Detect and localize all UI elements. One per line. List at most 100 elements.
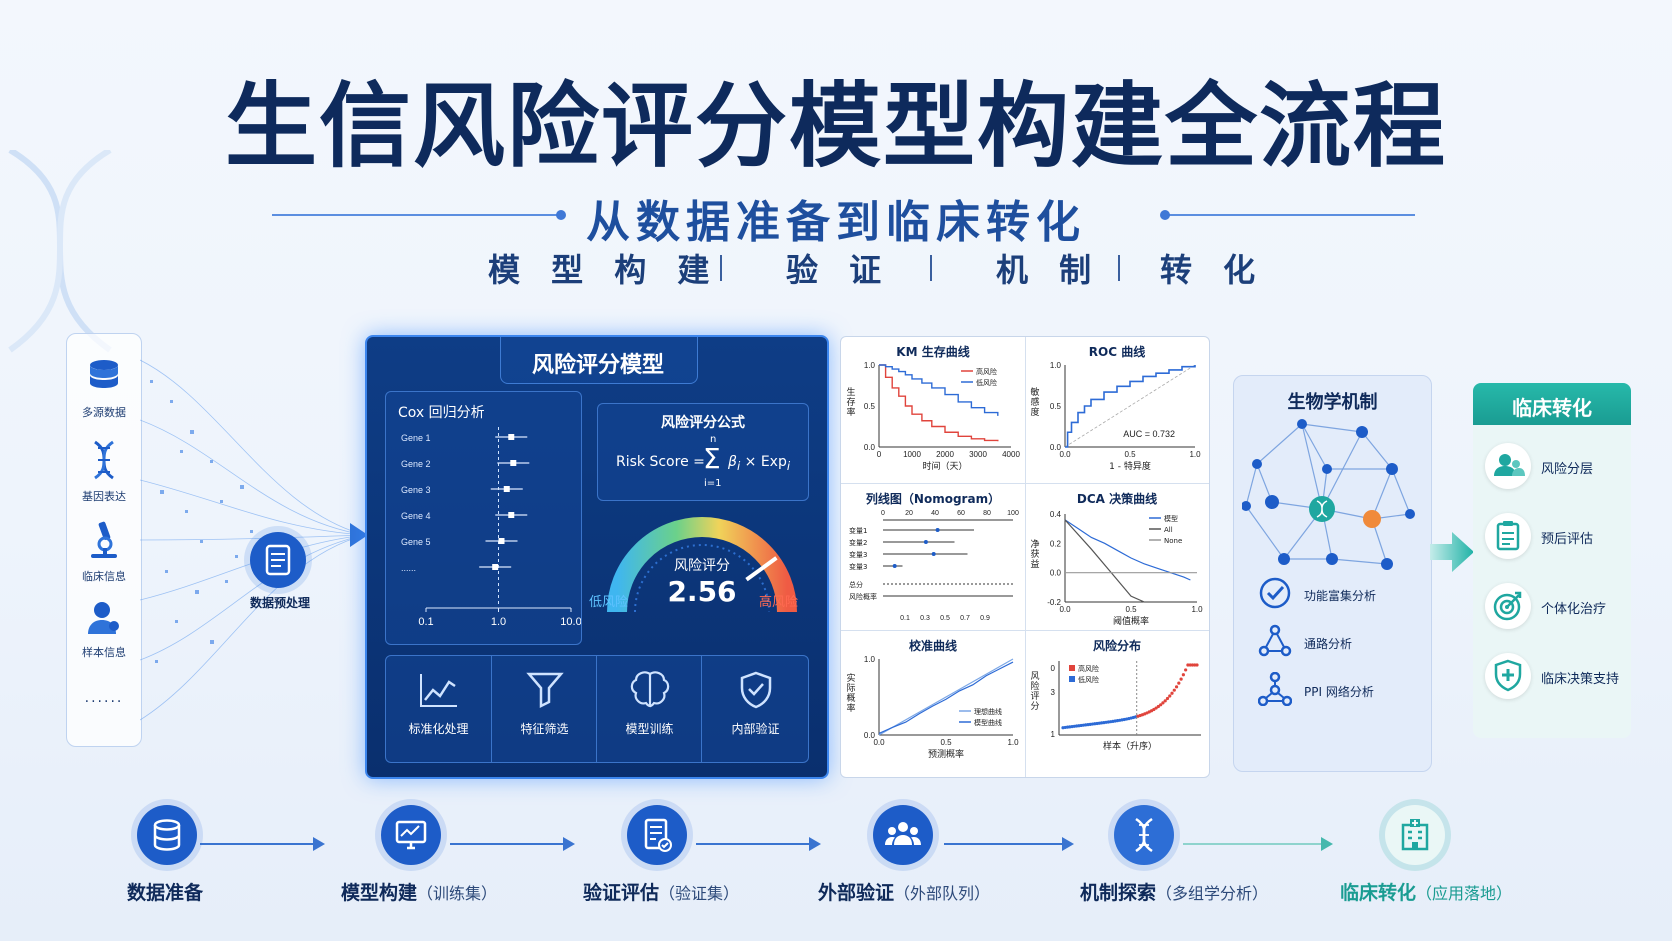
x-tick-label: 1.0 bbox=[1189, 450, 1201, 459]
formula-body: βi × Expi bbox=[728, 454, 791, 473]
forest-gene-label: ...... bbox=[401, 563, 416, 573]
y-axis-label-char: 评 bbox=[1030, 691, 1039, 702]
x-tick-label: 1.0 bbox=[1007, 738, 1019, 747]
forest-point bbox=[508, 434, 515, 440]
bio-item-label: PPI 网络分析 bbox=[1304, 685, 1374, 699]
y-tick-label: 0.0 bbox=[1050, 443, 1062, 452]
risk-point bbox=[1170, 691, 1174, 695]
topic-model: 模 型 构 建 bbox=[488, 251, 720, 289]
x-tick-label: 0.5 bbox=[1125, 605, 1137, 614]
nomo-tick-label: 0 bbox=[881, 510, 885, 517]
gauge-high-label: 高风险 bbox=[759, 595, 799, 610]
bio-item-ppi: PPI 网络分析 bbox=[1258, 672, 1428, 712]
flow-label: 机制探索（多组学分析） bbox=[1080, 878, 1268, 905]
flow-label-main: 外部验证 bbox=[818, 882, 895, 904]
source-item-multi: 多源数据 bbox=[67, 358, 141, 420]
model-step-label: 特征筛选 bbox=[520, 722, 569, 736]
roc-auc-label: AUC = 0.732 bbox=[1123, 429, 1175, 439]
x-axis-label: 预测概率 bbox=[928, 748, 964, 760]
nomo-row-label: 变量3 bbox=[849, 562, 867, 571]
y-axis-label-char: 益 bbox=[1030, 558, 1039, 570]
topic-mechanism: 机 制 bbox=[996, 251, 1102, 289]
nomo-tick-label: 40 bbox=[931, 510, 939, 517]
formula-panel: 风险评分公式 Risk Score = n Σ i=1 βi × Expi bbox=[597, 403, 809, 501]
preprocess-label: 数据预处理 bbox=[249, 596, 310, 610]
bio-title: 生物学机制 bbox=[1287, 392, 1378, 413]
y-axis-label-char: 净 bbox=[1030, 538, 1039, 550]
x-tick-label: 2000 bbox=[936, 450, 954, 459]
clinical-item-personalized: 个体化治疗 bbox=[1485, 583, 1631, 635]
dca-title: DCA 决策曲线 bbox=[1076, 492, 1158, 506]
flow-step-model bbox=[381, 805, 441, 865]
source-label: 临床信息 bbox=[82, 570, 126, 583]
cox-title: Cox 回归分析 bbox=[398, 405, 485, 421]
gauge-label: 风险评分 bbox=[674, 558, 730, 574]
nomo-row-point bbox=[892, 564, 897, 568]
flow-arrowhead bbox=[809, 837, 821, 851]
y-tick-label: 3 bbox=[1051, 688, 1056, 697]
report-check-icon bbox=[644, 818, 672, 852]
flow-label: 外部验证（外部队列） bbox=[818, 878, 990, 905]
more-sources: ...... bbox=[84, 690, 124, 706]
hospital-icon bbox=[1401, 819, 1429, 851]
calibration-legend-label: 模型曲线 bbox=[974, 718, 1002, 727]
flow-label-sub: （训练集） bbox=[417, 884, 498, 903]
y-tick-label: 0.5 bbox=[1050, 402, 1062, 411]
model-step-normalize: 标准化处理 bbox=[386, 656, 491, 762]
dca-series-line bbox=[1064, 519, 1191, 581]
km-legend-label: 低风险 bbox=[976, 378, 997, 387]
flow-label: 临床转化（应用落地） bbox=[1340, 878, 1512, 905]
subtitle-dot-right bbox=[1160, 210, 1170, 220]
grid-divider bbox=[841, 483, 1209, 484]
source-label: 样本信息 bbox=[82, 646, 126, 659]
page-subtitle: 从数据准备到临床转化 bbox=[586, 197, 1086, 248]
model-step-label: 内部验证 bbox=[731, 722, 780, 736]
network-icon bbox=[1258, 672, 1292, 706]
pathway-icon bbox=[1258, 624, 1292, 657]
check-badge-icon bbox=[1259, 577, 1291, 609]
microscope-icon bbox=[91, 521, 117, 558]
roc-diagonal bbox=[1064, 364, 1196, 448]
nomo-prob-tick: 0.7 bbox=[960, 615, 970, 622]
source-label: 基因表达 bbox=[82, 490, 126, 503]
flow-step-data bbox=[137, 805, 197, 865]
risk-point bbox=[1195, 663, 1199, 667]
y-tick-label: 0.0 bbox=[864, 731, 876, 740]
x-axis-label: 阈值概率 bbox=[1113, 615, 1149, 627]
y-tick-label: 1.0 bbox=[1050, 361, 1062, 370]
y-axis-label-char: 概 bbox=[846, 692, 855, 704]
model-step-train: 模型训练 bbox=[596, 656, 702, 762]
monitor-icon bbox=[395, 820, 427, 850]
formula-sum-upper: n bbox=[710, 434, 717, 445]
flow-step-clinical bbox=[1385, 805, 1445, 865]
y-tick-label: -0.2 bbox=[1047, 598, 1061, 607]
topics-row: 模 型 构 建 验 证 机 制 转 化 bbox=[0, 245, 1672, 295]
clinical-item-prognosis: 预后评估 bbox=[1485, 513, 1631, 565]
flow-arrow bbox=[200, 843, 315, 845]
source-item-clinical: 临床信息 bbox=[67, 520, 141, 584]
y-axis-label-char: 敏 bbox=[1030, 386, 1039, 398]
forest-gene-label: Gene 5 bbox=[401, 537, 431, 547]
flow-label-main: 数据准备 bbox=[127, 882, 204, 904]
km-series-line bbox=[879, 364, 999, 442]
shield-check-icon bbox=[740, 671, 771, 709]
document-icon bbox=[265, 544, 291, 576]
flow-label-sub: （应用落地） bbox=[1416, 884, 1513, 903]
grid-divider bbox=[841, 630, 1209, 631]
forest-gene-label: Gene 2 bbox=[401, 459, 431, 469]
forest-gene-label: Gene 3 bbox=[401, 485, 431, 495]
y-axis-label-char: 率 bbox=[846, 702, 855, 714]
formula-lhs-text: Risk Score bbox=[616, 454, 689, 470]
gauge-low-label: 低风险 bbox=[589, 595, 629, 610]
y-axis-label-char: 度 bbox=[1030, 406, 1039, 418]
x-tick-label: 4000 bbox=[1002, 450, 1020, 459]
model-panel-title-box bbox=[500, 337, 698, 384]
